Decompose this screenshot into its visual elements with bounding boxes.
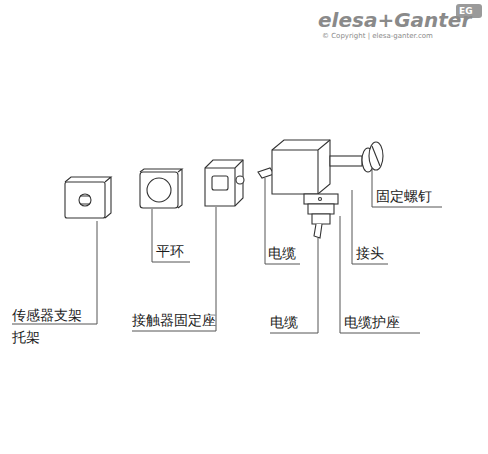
part-label: 固定螺钉: [376, 187, 432, 205]
part-label: 接头: [356, 244, 384, 262]
part-label: 平环: [156, 242, 184, 260]
housing: [272, 140, 330, 194]
lower-cable: [314, 224, 322, 238]
part-label: 传感器支架 托架: [12, 304, 86, 348]
flat-ring: [140, 172, 178, 208]
leader-line: [372, 168, 442, 207]
leader-line: [340, 216, 420, 333]
brand-logo: elesa+Ganter: [318, 8, 471, 32]
leader-line: [265, 178, 300, 264]
sensor-bracket: [65, 182, 105, 218]
part-label: 电缆护座: [344, 313, 400, 331]
leader-line: [132, 207, 216, 331]
brand-badge: [456, 4, 482, 18]
fixing-screw: [330, 156, 362, 166]
part-label: 接触器固定座: [132, 311, 216, 329]
contactor-seat: [205, 160, 243, 206]
part-label: 电缆: [268, 244, 296, 262]
copyright-note: © Copyright | elesa-ganter.com: [322, 32, 433, 41]
brand-badge-text: EG: [459, 5, 473, 17]
leader-line: [152, 209, 190, 262]
part-label: 电缆: [270, 313, 298, 331]
